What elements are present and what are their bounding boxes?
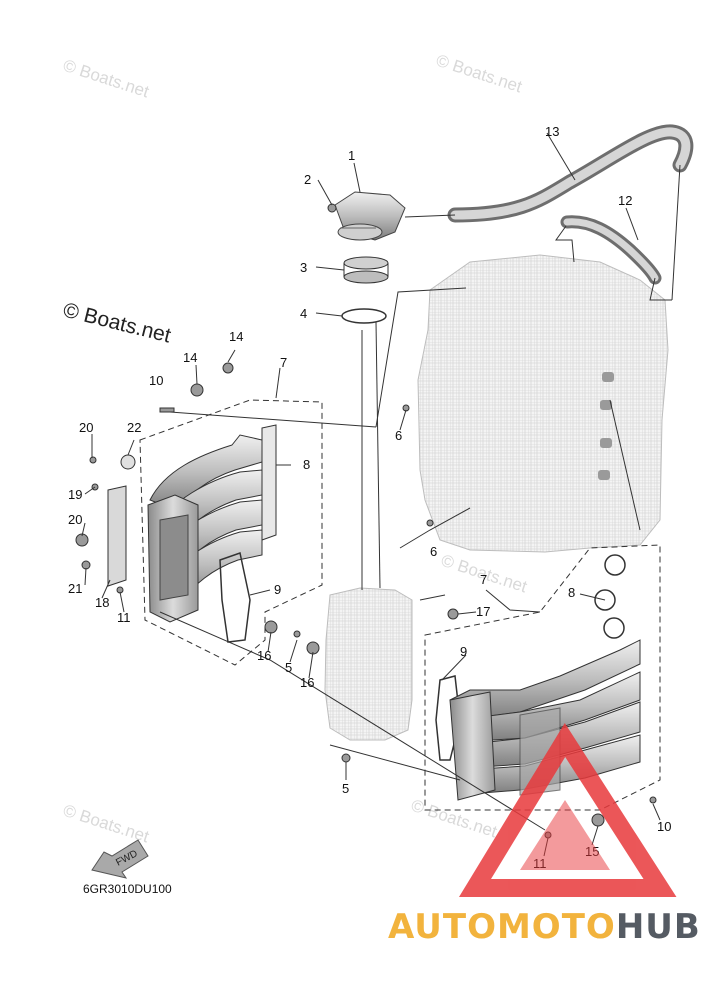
callout-22: 22 xyxy=(127,420,141,435)
hose-13 xyxy=(447,124,694,223)
callout-8: 8 xyxy=(303,457,310,472)
intake-silencer xyxy=(334,191,406,241)
callout-20: 20 xyxy=(68,512,82,527)
callout-6: 6 xyxy=(430,544,437,559)
brand-logo xyxy=(458,723,677,897)
callout-14: 14 xyxy=(229,329,243,344)
throttle-body xyxy=(324,587,413,741)
callout-10: 10 xyxy=(657,819,671,834)
callout-10: 10 xyxy=(149,373,163,388)
gasket-9-right xyxy=(435,675,461,761)
watermark-faint: © Boats.net xyxy=(409,796,500,842)
watermark-faint: © Boats.net xyxy=(434,51,525,97)
callout-8: 8 xyxy=(568,585,575,600)
diagram-code: 6GR3010DU100 xyxy=(83,882,172,896)
callout-9: 9 xyxy=(460,644,467,659)
kit-outline-left xyxy=(139,399,323,666)
callout-20: 20 xyxy=(79,420,93,435)
callout-1: 1 xyxy=(348,148,355,163)
callout-9: 9 xyxy=(274,582,281,597)
gasket-8-left xyxy=(261,424,277,541)
o-ring-4 xyxy=(341,308,387,324)
gasket-8-right xyxy=(594,554,626,639)
callout-14: 14 xyxy=(183,350,197,365)
callout-5: 5 xyxy=(285,660,292,675)
callout-13: 13 xyxy=(545,124,559,139)
fwd-arrow: FWD xyxy=(91,839,149,879)
engine-block xyxy=(417,254,669,553)
callout-12: 12 xyxy=(618,193,632,208)
callouts: 1 2 3 4 5 5 6 6 7 7 8 8 9 9 10 10 11 11 … xyxy=(68,124,671,871)
callout-16: 16 xyxy=(300,675,314,690)
callout-4: 4 xyxy=(300,306,307,321)
bracket-18 xyxy=(107,485,127,587)
callout-17: 17 xyxy=(476,604,490,619)
callout-2: 2 xyxy=(304,172,311,187)
brand-part-2: HUB xyxy=(616,907,701,947)
sleeve-3 xyxy=(343,256,389,284)
callout-11: 11 xyxy=(117,610,131,625)
callout-6: 6 xyxy=(395,428,402,443)
callout-21: 21 xyxy=(68,581,82,596)
watermark-faint: © Boats.net xyxy=(61,56,152,102)
fasteners-left xyxy=(75,203,459,763)
callout-18: 18 xyxy=(95,595,109,610)
callout-16: 16 xyxy=(257,648,271,663)
leader-lines xyxy=(81,132,681,857)
brand-part-1: AUTOMOTO xyxy=(388,907,616,947)
gasket-9-left xyxy=(219,552,251,643)
engine-ports xyxy=(598,372,614,480)
callout-3: 3 xyxy=(300,260,307,275)
intake-manifold-left xyxy=(147,434,263,623)
callout-7: 7 xyxy=(480,572,487,587)
callout-7: 7 xyxy=(280,355,287,370)
brand-name: AUTOMOTOHUB xyxy=(388,907,701,947)
kit-outline-right xyxy=(424,544,661,811)
callout-5: 5 xyxy=(342,781,349,796)
callout-19: 19 xyxy=(68,487,82,502)
watermark-main: © Boats.net xyxy=(61,299,173,348)
